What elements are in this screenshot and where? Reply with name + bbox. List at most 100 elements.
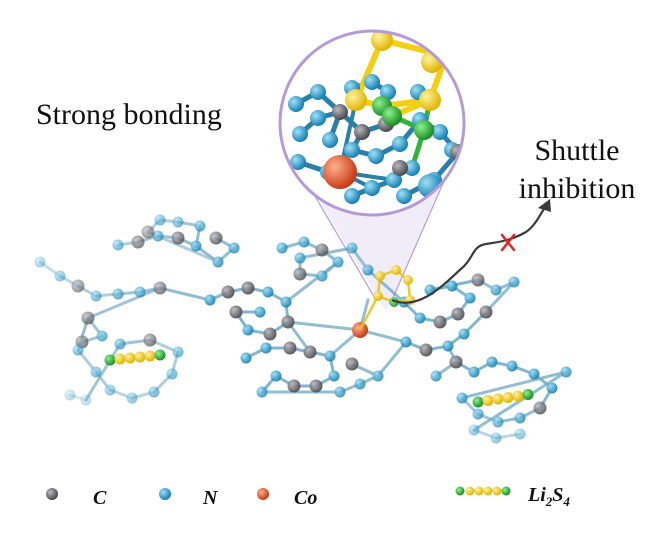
bond [86, 286, 162, 320]
legend [46, 486, 511, 500]
nitrogen-atom [464, 292, 476, 304]
shuttle-inhibition-label: Shuttle inhibition [497, 132, 656, 208]
nitrogen-atom [386, 172, 402, 188]
nitrogen-atom [324, 350, 336, 362]
carbon-atom [221, 285, 235, 299]
carbon-atom [71, 279, 85, 293]
nitrogen-atom [114, 338, 126, 350]
carbon-atom [392, 160, 408, 176]
lithium-atom [522, 389, 534, 400]
lithium-atom [382, 106, 402, 126]
sulfur-atom [419, 89, 441, 111]
nitrogen-atom [322, 132, 338, 148]
adsorbed-li2s4 [358, 265, 415, 331]
nitrogen-atom [310, 110, 326, 126]
shuttle-arrow-head [538, 199, 551, 212]
nitrogen-atom [316, 270, 328, 282]
nitrogen-atom [372, 370, 384, 382]
legend-cobalt-swatch [257, 488, 269, 500]
lithium-atom [154, 349, 166, 361]
nitrogen-atom [486, 356, 498, 368]
sulfur-atom [391, 265, 401, 275]
nitrogen-atom [396, 188, 412, 204]
nitrogen-atom [506, 360, 518, 372]
nitrogen-atom [104, 384, 116, 396]
nitrogen-atom [260, 342, 272, 354]
lithium-atom [414, 120, 434, 140]
nitrogen-atom [468, 366, 480, 378]
nitrogen-atom [414, 312, 426, 324]
carbon-atom [81, 311, 95, 325]
shuttle-label-line-1: Shuttle [534, 134, 620, 167]
shuttle-path [391, 205, 547, 304]
nitrogen-atom [328, 370, 340, 382]
nitrogen-atom [528, 368, 540, 380]
nitrogen-atom [310, 84, 326, 100]
nitrogen-atom [472, 408, 484, 420]
nitrogen-atom [442, 340, 454, 352]
nitrogen-atom [64, 389, 76, 401]
bond [158, 286, 212, 302]
sulfur-atom [373, 291, 383, 301]
bond [484, 280, 516, 314]
nitrogen-atom [34, 256, 46, 268]
carbon-atom [229, 305, 243, 319]
lithium-atom [389, 297, 399, 307]
nitrogen-atom [346, 242, 358, 254]
nitrogen-atom [290, 154, 306, 170]
sulfur-atom [482, 395, 494, 406]
nitrogen-atom [364, 74, 380, 90]
li2s4-sub1: 2 [545, 494, 553, 509]
nitrogen-atom [154, 214, 166, 226]
legend-nitrogen-label: N [203, 487, 218, 509]
cobalt-atom [323, 155, 357, 189]
nitrogen-atom [166, 368, 178, 380]
carbon-atom [171, 231, 185, 245]
carbon-atom [471, 273, 485, 287]
nitrogen-atom [204, 294, 216, 306]
carbon-atom [131, 235, 145, 249]
nitrogen-atom [292, 126, 308, 142]
nitrogen-atom [344, 142, 360, 158]
sulfur-atom [124, 352, 136, 364]
nitrogen-atom [172, 346, 184, 358]
li2s4-chain-left [104, 349, 166, 366]
sulfur-atom [144, 350, 156, 362]
nitrogen-atom [212, 256, 224, 268]
nitrogen-atom [112, 239, 124, 251]
nitrogen-atom [514, 412, 526, 424]
nitrogen-atom [362, 264, 374, 276]
sulfur-atom [492, 393, 504, 405]
nitrogen-atom [446, 280, 458, 292]
bond [284, 260, 340, 304]
nitrogen-atom [392, 136, 408, 152]
carbon-atom [451, 307, 465, 321]
carbon-atom [241, 281, 255, 295]
carbon-atom [354, 124, 370, 140]
bond [358, 295, 380, 331]
nitrogen-atom [152, 230, 164, 242]
carbon-atom [283, 341, 297, 355]
nitrogen-atom [90, 290, 102, 302]
legend-carbon-label: C [93, 487, 107, 509]
nitrogen-atom [400, 336, 412, 348]
nitrogen-atom [546, 382, 558, 394]
sulfur-atom [371, 31, 393, 51]
sulfur-atom [345, 89, 367, 111]
bond [84, 342, 122, 402]
sulfur-atom [375, 271, 385, 281]
nitrogen-atom [334, 386, 346, 398]
nitrogen-atom [354, 378, 366, 390]
nitrogen-atom [276, 242, 288, 254]
nitrogen-atom [490, 432, 502, 444]
nitrogen-atom [72, 344, 84, 356]
bond [366, 268, 406, 304]
legend-cobalt-label: Co [294, 487, 318, 509]
nitrogen-atom [280, 296, 292, 308]
nitrogen-atom [112, 288, 124, 300]
carbon-atom [153, 281, 167, 295]
nitrogen-atom [380, 84, 396, 100]
nitrogen-atom [492, 416, 504, 428]
nitrogen-atom [80, 394, 92, 406]
